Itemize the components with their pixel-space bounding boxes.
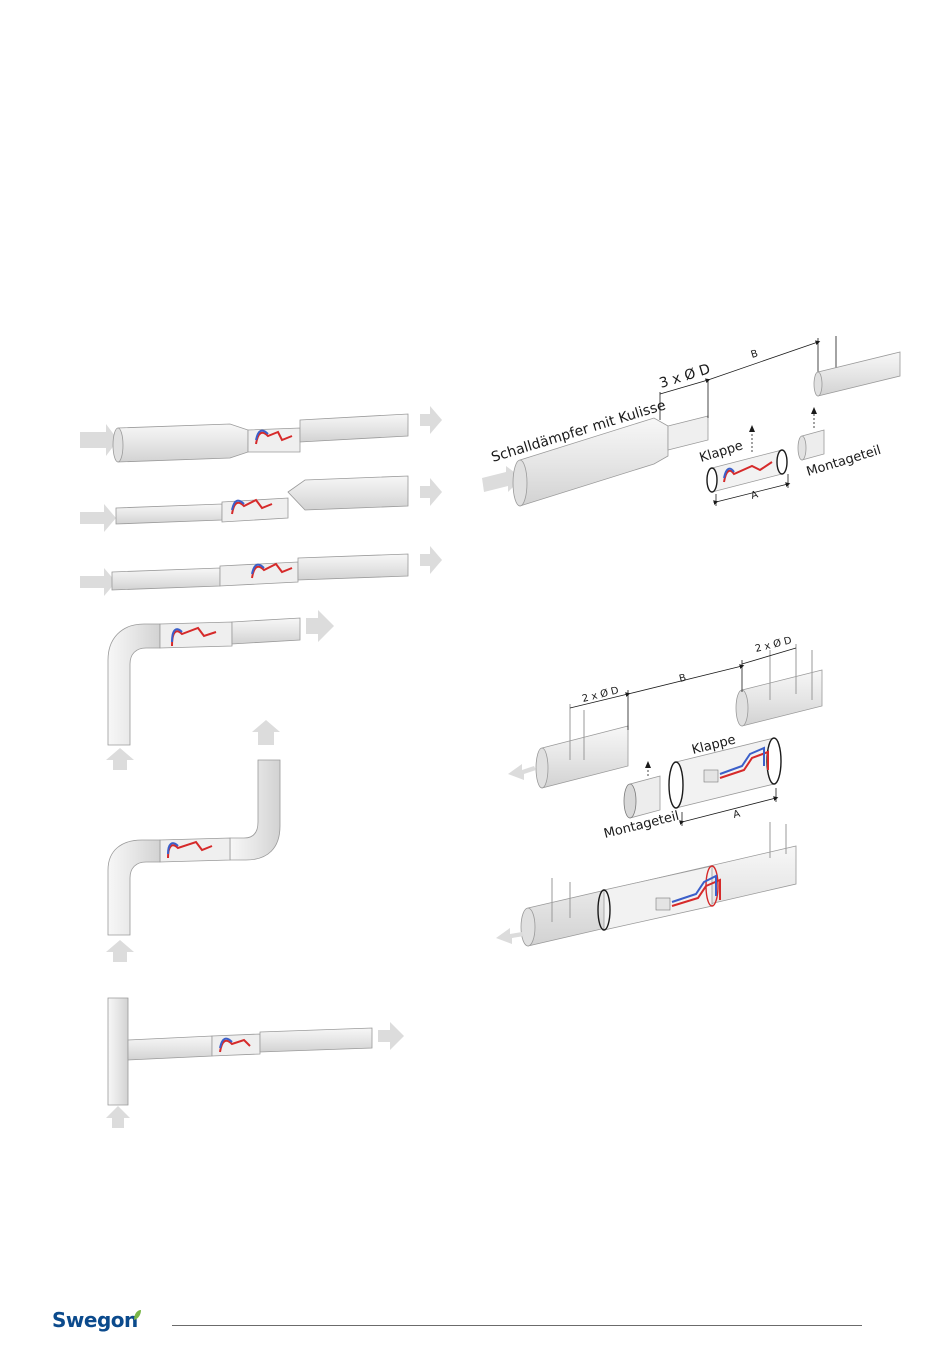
duct-layout-elbow-1 — [106, 610, 334, 770]
label-3xd: 3 x Ø D — [657, 361, 712, 392]
duct-layout-3 — [80, 546, 442, 596]
silencer-assembly: Schalldämpfer mit Kulisse 3 x Ø D B Klap… — [482, 336, 900, 506]
duct-layout-elbow-2 — [106, 720, 280, 962]
duct-layout-tee — [106, 998, 404, 1128]
label-2xd-right: 2 x Ø D — [754, 634, 793, 655]
duct-layout-1 — [80, 406, 442, 462]
label-2xd-left: 2 x Ø D — [581, 684, 620, 705]
label-a-mid: A — [732, 809, 741, 821]
suspended-assembled-view — [496, 822, 796, 946]
label-b-top: B — [750, 348, 760, 361]
label-b-mid: B — [678, 673, 687, 685]
footer-rule — [172, 1325, 862, 1326]
suspended-exploded-view: 2 x Ø D 2 x Ø D B Klappe Montageteil A — [508, 634, 822, 842]
duct-layout-2 — [80, 476, 442, 532]
leaf-icon — [133, 1309, 142, 1321]
swegon-logo: Swegon — [52, 1308, 138, 1332]
